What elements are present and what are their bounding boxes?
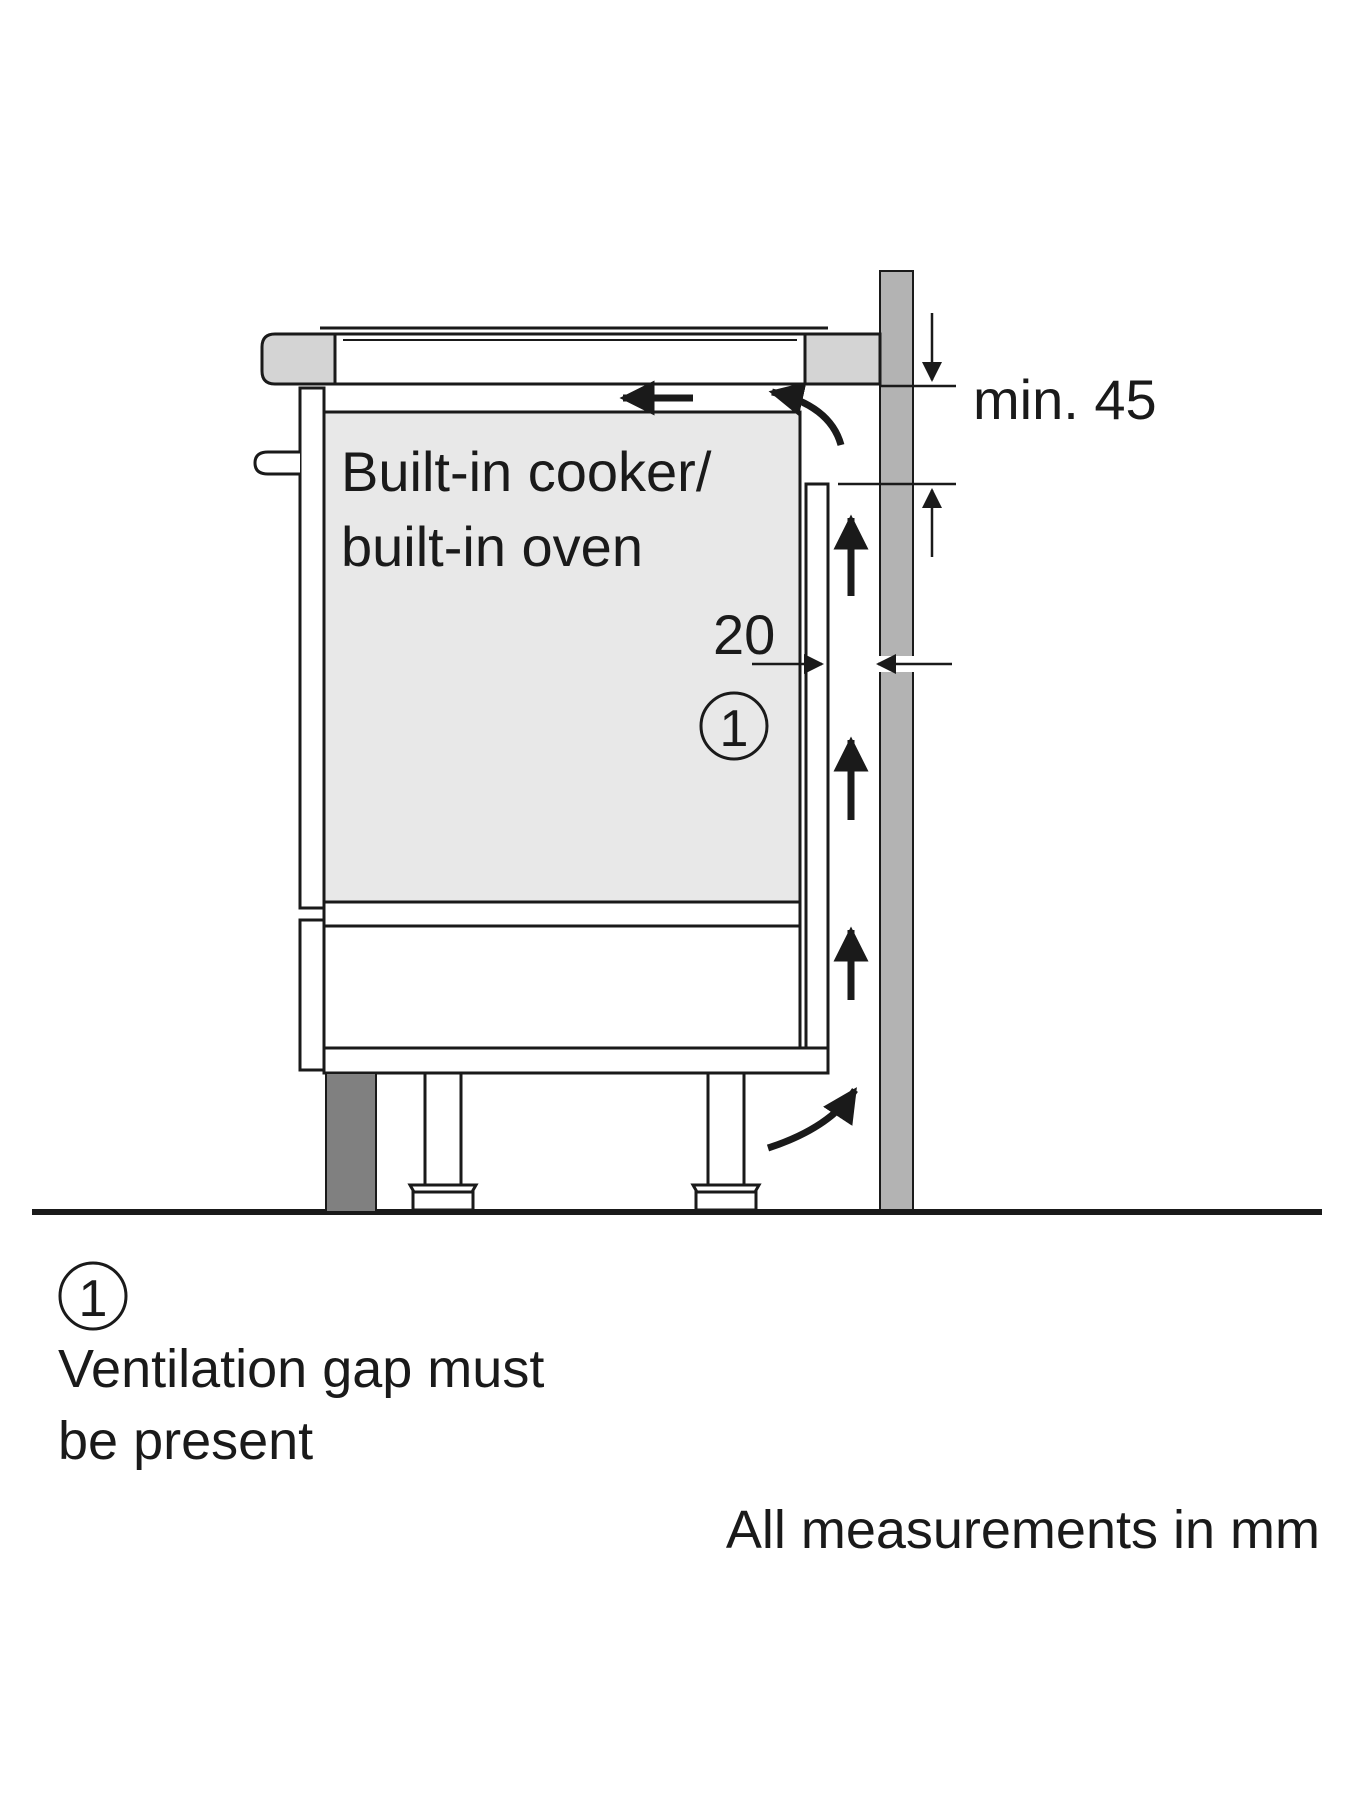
cabinet-back-panel [804,482,830,1050]
legend-circle [58,1261,128,1331]
airflow-arrows [619,380,869,1152]
airflow-in-arrow [766,1087,858,1152]
oven-body [322,410,802,904]
top-dimension [838,313,956,557]
cabinet-front-panel-upper [298,386,326,910]
foot-left [407,1071,479,1212]
hob-glass [333,332,807,386]
legend-text-line2: be present [58,1411,313,1471]
legend-text-line1: Ventilation gap must [58,1339,544,1399]
gap-dimension-label: 20 [713,603,775,666]
control-knob [253,450,300,476]
callout-circle [699,691,769,761]
wall [879,270,914,1213]
hob-worktop [260,326,882,386]
hob-left-trim [260,332,337,386]
legend-number: 1 [79,1270,108,1328]
drawer-rail [322,900,802,928]
foot-right [690,1071,762,1212]
plinth [325,1072,377,1213]
units-note: All measurements in mm [726,1500,1320,1560]
airflow-turn-arrow [768,381,845,447]
top-dimension-label: min. 45 [973,368,1157,431]
base-shelf [322,1046,830,1075]
cabinet-front-panel-lower [298,918,326,1072]
appliance-label-line1: Built-in cooker/ [341,440,712,503]
appliance-label-line2: built-in oven [341,515,643,578]
callout-number: 1 [720,700,749,758]
drawer [322,924,802,1052]
hob-right-trim [803,332,882,386]
